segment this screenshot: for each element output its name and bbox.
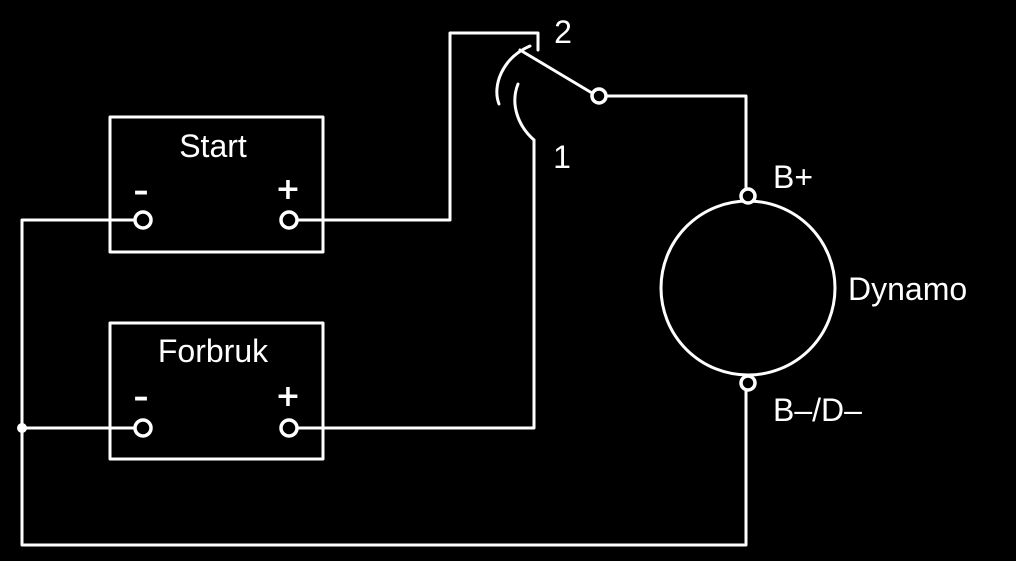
ground-junction-dot (17, 423, 27, 433)
battery-start-negative-sign: – (134, 174, 149, 209)
battery-start-positive-terminal (279, 210, 299, 230)
dynamo-circle (659, 199, 837, 377)
wires (17, 31, 748, 547)
switch-position-2-label: 2 (554, 14, 572, 50)
wire-start-negative-to-ground (20, 218, 748, 547)
dynamo-bplus-terminal (739, 187, 757, 205)
battery-forbruk-box (108, 321, 325, 461)
dynamo-bminus-terminal (739, 374, 757, 392)
battery-forbruk-negative-terminal (133, 418, 153, 438)
dynamo-bminus-label: B–/D– (773, 392, 862, 428)
battery-forbruk-positive-sign: + (275, 379, 300, 414)
switch-contact-arc (495, 44, 532, 106)
switch-position-1-label: 1 (553, 139, 571, 175)
battery-forbruk-negative-sign: – (134, 380, 149, 415)
dynamo-label: Dynamo (848, 271, 967, 307)
dynamo: Dynamo B+ B–/D– (659, 159, 967, 428)
wire-switch-pivot-to-dynamo-bplus (604, 94, 748, 190)
switch-blade (518, 48, 599, 98)
wire-start-positive-to-switch-2 (295, 31, 540, 222)
battery-start-positive-sign: + (275, 172, 300, 207)
switch-contact-arc-1 (513, 82, 536, 142)
battery-forbruk: Forbruk – + (108, 321, 325, 461)
battery-forbruk-label: Forbruk (158, 333, 269, 369)
wire-forbruk-positive-to-switch-1 (295, 138, 536, 430)
battery-start-box (108, 115, 325, 254)
battery-start-label: Start (179, 128, 247, 164)
battery-start: Start – + (108, 115, 325, 254)
switch-pivot-terminal (590, 87, 608, 105)
dynamo-bplus-label: B+ (773, 159, 813, 195)
battery-forbruk-positive-terminal (279, 418, 299, 438)
battery-start-negative-terminal (133, 210, 153, 230)
changeover-switch: 2 1 (495, 14, 608, 175)
